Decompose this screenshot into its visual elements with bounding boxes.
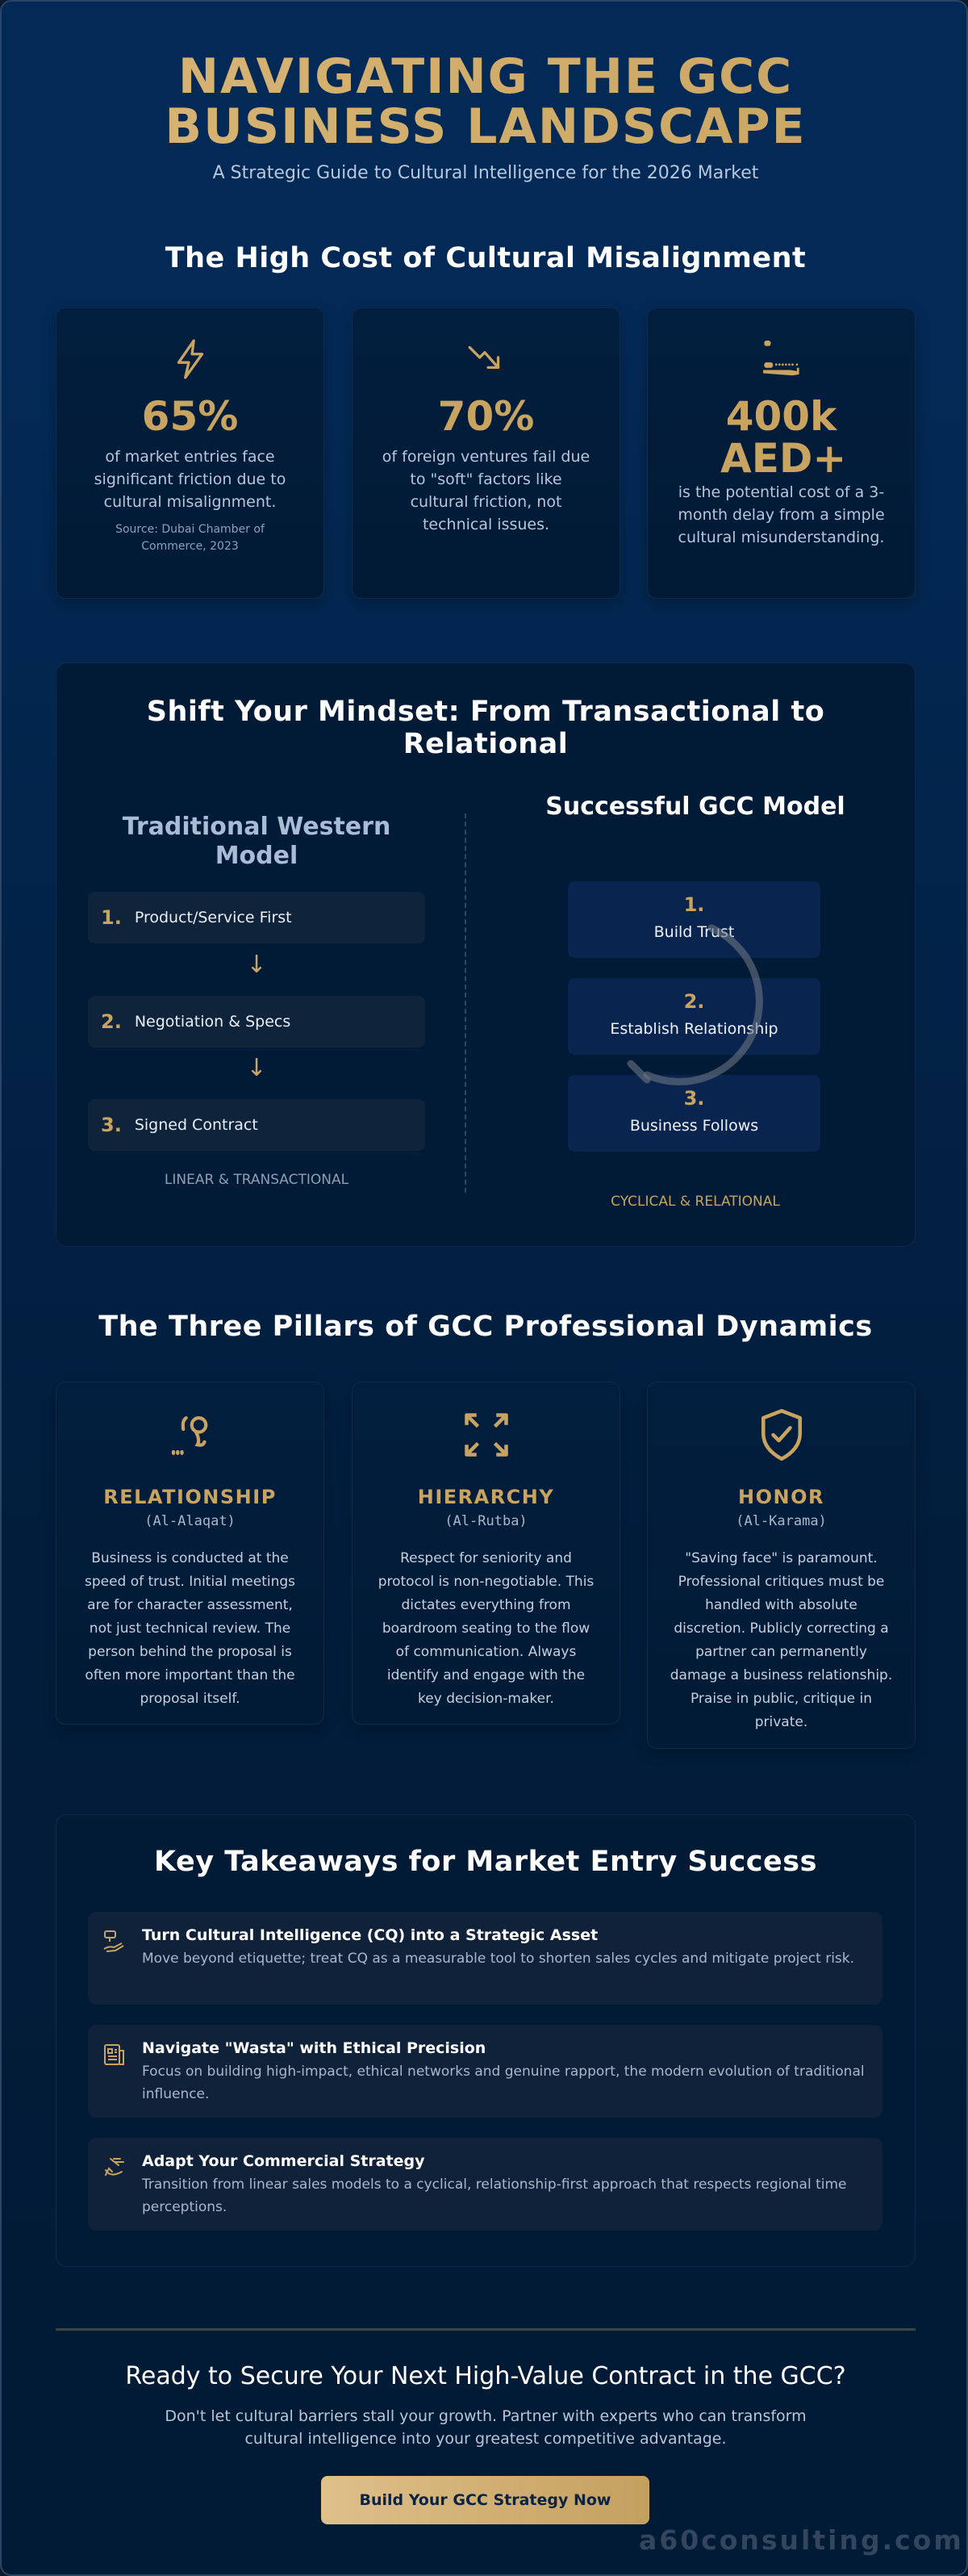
western-caption: LINEAR & TRANSACTIONAL: [164, 1172, 349, 1188]
divider: [465, 813, 466, 1193]
takeaway-title: Adapt Your Commercial Strategy: [142, 2152, 425, 2170]
newspaper-icon: [104, 2044, 124, 2065]
takeaway-description: Focus on building high-impact, ethical n…: [142, 2064, 865, 2102]
stat-value: 65%: [141, 393, 239, 440]
pillars-heading: The Three Pillars of GCC Professional Dy…: [98, 1311, 873, 1343]
title-line-1: NAVIGATING THE GCC: [177, 48, 794, 105]
money-hand-icon: [648, 337, 915, 381]
takeaway-description: Move beyond etiquette; treat CQ as a mea…: [142, 1951, 855, 1967]
watermark-logo: a60consulting.com: [639, 2524, 964, 2556]
step-number: 3.: [683, 1087, 705, 1110]
takeaway-description: Transition from linear sales models to a…: [142, 2177, 847, 2215]
cta-body: Don't let cultural barriers stall your g…: [165, 2407, 807, 2448]
gcc-step: 2. Establish Relationship: [568, 978, 820, 1055]
pillar-body: Respect for seniority and protocol is no…: [378, 1550, 595, 1707]
western-step: 3. Signed Contract: [88, 1099, 425, 1151]
cost-heading: The High Cost of Cultural Misalignment: [165, 242, 807, 274]
step-number: 1.: [683, 893, 705, 916]
shield-check-icon: [753, 1407, 810, 1463]
arrow-down-icon: ↓: [246, 951, 267, 979]
pillar-card: HONOR (Al-Karama) "Saving face" is param…: [647, 1382, 916, 1749]
pillar-body: "Saving face" is paramount. Professional…: [670, 1550, 893, 1730]
title-line-2: BUSINESS LANDSCAPE: [165, 98, 807, 155]
stat-description: of market entries face significant frict…: [94, 448, 286, 511]
gcc-step: 3. Business Follows: [568, 1075, 820, 1152]
relationship-icon: [162, 1407, 219, 1463]
arrow-down-icon: ↓: [246, 1054, 267, 1082]
step-number: 2.: [101, 1010, 122, 1033]
stat-value: 70%: [437, 393, 535, 440]
lightning-icon: [56, 337, 323, 381]
western-step: 1. Product/Service First: [88, 892, 425, 943]
cycle-arrow-icon: [627, 924, 763, 1085]
step-number: 3.: [101, 1114, 122, 1136]
step-number: 2.: [683, 990, 705, 1013]
stat-card: 400k AED+ is the potential cost of a 3-m…: [647, 307, 916, 599]
pillar-arabic-term: (Al-Alaqat): [144, 1513, 236, 1529]
step-number: 1.: [101, 906, 122, 929]
adapt-icon: [105, 2158, 124, 2176]
step-label: Negotiation & Specs: [134, 1013, 291, 1031]
hierarchy-arrows-icon: [458, 1407, 515, 1463]
page-subtitle: A Strategic Guide to Cultural Intelligen…: [212, 163, 759, 183]
stat-description: of foreign ventures fail due to "soft" f…: [382, 448, 590, 533]
pillar-arabic-term: (Al-Rutba): [444, 1513, 528, 1529]
stat-description: is the potential cost of a 3-month delay…: [678, 483, 885, 546]
strategy-hand-icon: [103, 1930, 124, 1952]
takeaway-item: Adapt Your Commercial Strategy Transitio…: [88, 2138, 882, 2231]
trending-down-icon: [353, 337, 620, 381]
pillar-name: HIERARCHY: [417, 1486, 555, 1508]
takeaway-title: Turn Cultural Intelligence (CQ) into a S…: [142, 1926, 599, 1944]
step-label: Product/Service First: [134, 909, 292, 926]
step-label: Establish Relationship: [610, 1020, 778, 1038]
section-divider: [56, 2328, 916, 2331]
cta-heading: Ready to Secure Your Next High-Value Con…: [125, 2362, 846, 2390]
build-strategy-button[interactable]: Build Your GCC Strategy Now: [321, 2476, 649, 2524]
western-step: 2. Negotiation & Specs: [88, 996, 425, 1048]
stat-source: Source: Dubai Chamber of Commerce, 2023: [115, 523, 265, 553]
gcc-model-heading: Successful GCC Model: [545, 792, 845, 821]
stat-card: 65% of market entries face significant f…: [56, 307, 324, 599]
gcc-caption: CYCLICAL & RELATIONAL: [611, 1194, 780, 1210]
mindset-heading: Shift Your Mindset: From Transactional t…: [146, 696, 825, 760]
pillar-body: Business is conducted at the speed of tr…: [84, 1550, 296, 1707]
takeaway-item: Turn Cultural Intelligence (CQ) into a S…: [88, 1912, 882, 2005]
pillar-name: RELATIONSHIP: [103, 1486, 277, 1508]
takeaway-title: Navigate "Wasta" with Ethical Precision: [142, 2039, 486, 2057]
pillar-name: HONOR: [738, 1486, 824, 1508]
takeaways-heading: Key Takeaways for Market Entry Success: [154, 1846, 817, 1878]
pillar-arabic-term: (Al-Karama): [736, 1513, 827, 1529]
step-label: Business Follows: [629, 1117, 759, 1135]
pillar-card: RELATIONSHIP (Al-Alaqat) Business is con…: [56, 1382, 324, 1725]
takeaway-item: Navigate "Wasta" with Ethical Precision …: [88, 2025, 882, 2118]
page-title: NAVIGATING THE GCC BUSINESS LANDSCAPE: [2, 48, 966, 155]
stat-card: 70% of foreign ventures fail due to "sof…: [352, 307, 620, 599]
pillar-card: HIERARCHY (Al-Rutba) Respect for seniori…: [352, 1382, 620, 1725]
stat-value: 400k AED+: [720, 393, 847, 482]
step-label: Signed Contract: [134, 1116, 258, 1134]
western-model-heading: Traditional Western Model: [122, 813, 391, 870]
